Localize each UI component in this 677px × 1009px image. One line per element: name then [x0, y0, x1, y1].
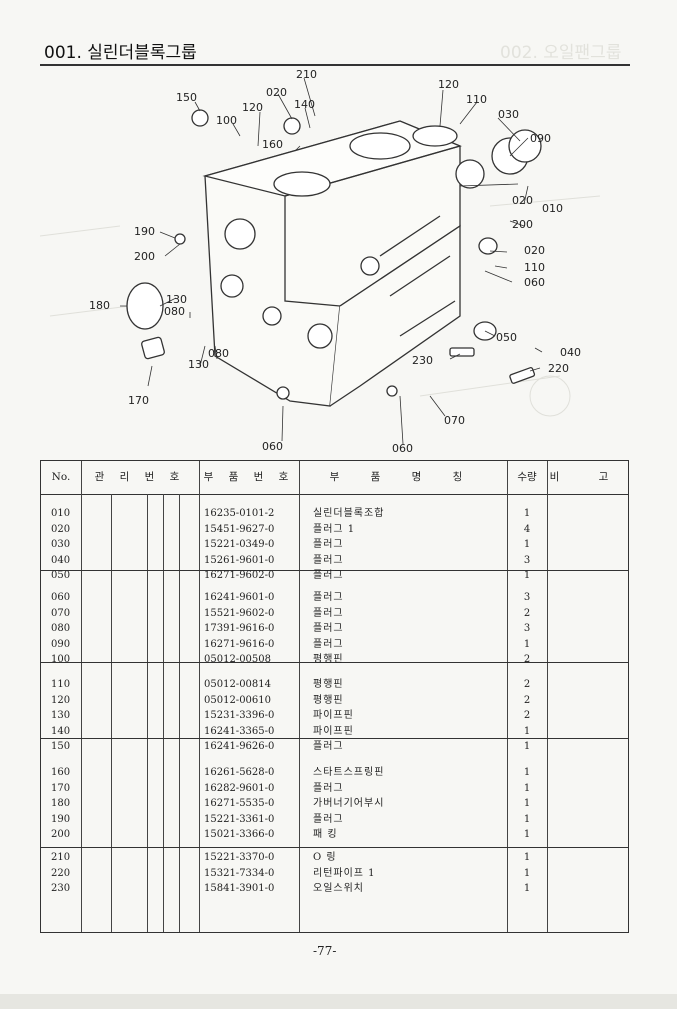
callout-label: 110: [466, 93, 487, 106]
col-divider: [199, 461, 200, 932]
exploded-diagram: 210 150 020 120 140 100 160 120 110 030 …: [40, 66, 630, 456]
callout-label: 040: [560, 346, 581, 359]
callout-label: 010: [542, 202, 563, 215]
callout-label: 060: [524, 276, 545, 289]
bleed-through-lines: [40, 195, 601, 417]
callout-label: 160: [262, 138, 283, 151]
callout-label: 180: [89, 299, 110, 312]
callout-label: 030: [498, 108, 519, 121]
callout-label: 150: [176, 91, 197, 104]
cylinder-block-illustration: 210 150 020 120 140 100 160 120 110 030 …: [40, 68, 601, 455]
col-divider: [507, 461, 508, 932]
callout-label: 080: [164, 305, 185, 318]
callout-label: 140: [294, 98, 315, 111]
header-mgmt-no: 관 리 번 호: [94, 471, 186, 483]
header-qty: 수량: [517, 471, 537, 483]
callout-label: 230: [412, 354, 433, 367]
page-header: 001. 실린더블록그룹: [40, 36, 630, 66]
header-part-no: 부 품 번 호: [203, 471, 295, 483]
callout-label: 020: [266, 86, 287, 99]
callout-label: 020: [524, 244, 545, 257]
callout-label: 090: [530, 132, 551, 145]
callout-label: 200: [134, 250, 155, 263]
callout-label: 170: [128, 394, 149, 407]
callout-label: 130: [166, 293, 187, 306]
callout-label: 060: [262, 440, 283, 453]
scan-edge: [0, 994, 677, 1009]
col-divider: [299, 461, 300, 932]
col-divider: [163, 494, 164, 932]
callout-label: 070: [444, 414, 465, 427]
governor-bush: [126, 282, 164, 330]
callout-label: 130: [188, 358, 209, 371]
engine-block: [126, 109, 542, 407]
callout-label: 060: [392, 442, 413, 455]
col-divider: [547, 461, 548, 932]
callout-label: 020: [512, 194, 533, 207]
page-title: 001. 실린더블록그룹: [44, 43, 197, 63]
callout-label: 120: [438, 78, 459, 91]
callout-label: 190: [134, 225, 155, 238]
callout-label: 100: [216, 114, 237, 127]
header-no: No.: [51, 471, 71, 483]
leader-lines: [120, 77, 543, 445]
col-divider: [111, 494, 112, 932]
col-divider: [147, 494, 148, 932]
col-divider: [81, 461, 82, 932]
callout-label: 050: [496, 331, 517, 344]
table-header: No. 관 리 번 호 부 품 번 호 부 품 명 칭 수량 비 고: [41, 461, 628, 495]
col-divider: [179, 494, 180, 932]
bleed-through-title: 002. 오일팬그룹: [500, 43, 622, 63]
callout-label: 120: [242, 101, 263, 114]
page-number: -77-: [313, 944, 337, 958]
header-part-name: 부 품 명 칭: [329, 471, 477, 483]
header-note: 비 고: [549, 471, 627, 483]
callout-labels: 210 150 020 120 140 100 160 120 110 030 …: [89, 68, 581, 455]
callout-label: 080: [208, 347, 229, 360]
callout-label: 200: [512, 218, 533, 231]
callout-label: 210: [296, 68, 317, 81]
callout-label: 110: [524, 261, 545, 274]
callout-label: 220: [548, 362, 569, 375]
